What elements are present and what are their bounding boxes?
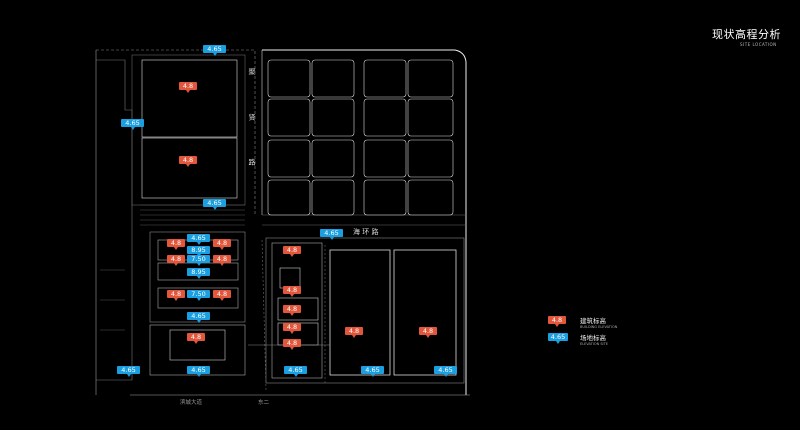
building-elevation-tag: 4.8 (283, 339, 301, 350)
building-elevation-tag: 4.8 (283, 323, 301, 334)
building-elevation-tag: 4.8 (213, 255, 231, 266)
building-elevation-tag: 4.8 (213, 239, 231, 250)
building-elevation-tag: 4.8 (167, 239, 185, 250)
building-elevation-tag: 4.8 (167, 255, 185, 266)
site-elevation-tag: 4.65 (187, 366, 210, 377)
building-elevation-tag: 4.8 (283, 305, 301, 316)
legend-site-swatch: 4.65 (548, 333, 568, 344)
legend-building-label: 建筑标高 (580, 317, 606, 325)
site-elevation-tag: 4.65 (320, 229, 343, 240)
site-elevation-tag: 7.50 (187, 255, 210, 266)
site-elevation-tag: 4.65 (187, 234, 210, 245)
bottom-road-label: 滨城大道 (180, 400, 203, 406)
site-elevation-tag: 4.65 (121, 119, 144, 130)
building-elevation-tag: 4.8 (187, 333, 205, 344)
road-label-east-west: 海 环 路 (353, 228, 379, 236)
page-subtitle: SITE LOCATION (740, 42, 777, 47)
building-elevation-tag: 4.8 (179, 82, 197, 93)
building-elevation-tag: 4.8 (213, 290, 231, 301)
legend-site-label-en: ELEVATION SITE (580, 342, 608, 346)
bottom-road-label: 东二 (258, 400, 270, 406)
site-elevation-tag: 4.65 (203, 45, 226, 56)
site-elevation-tag: 4.65 (117, 366, 140, 377)
site-elevation-tag: 8.95 (187, 268, 210, 279)
site-elevation-tag: 4.65 (187, 312, 210, 323)
legend-site-label: 场地标高 (580, 334, 606, 342)
site-elevation-tag: 4.65 (203, 199, 226, 210)
site-elevation-tag: 4.65 (284, 366, 307, 377)
building-elevation-tag: 4.8 (167, 290, 185, 301)
building-elevation-tag: 4.8 (419, 327, 437, 338)
legend-building-label-en: BUILDING ELEVATION (580, 325, 618, 329)
building-elevation-tag: 4.8 (179, 156, 197, 167)
site-elevation-tag: 4.65 (434, 366, 457, 377)
building-elevation-tag: 4.8 (283, 286, 301, 297)
building-elevation-tag: 4.8 (283, 246, 301, 257)
page-title: 现状高程分析 (712, 28, 781, 41)
road-label-north-south: 聚 贤 路 (248, 68, 256, 184)
site-elevation-tag: 8.95 (187, 246, 210, 257)
legend-building-swatch: 4.8 (548, 316, 566, 327)
site-elevation-tag: 4.65 (361, 366, 384, 377)
site-elevation-tag: 7.50 (187, 290, 210, 301)
building-elevation-tag: 4.8 (345, 327, 363, 338)
